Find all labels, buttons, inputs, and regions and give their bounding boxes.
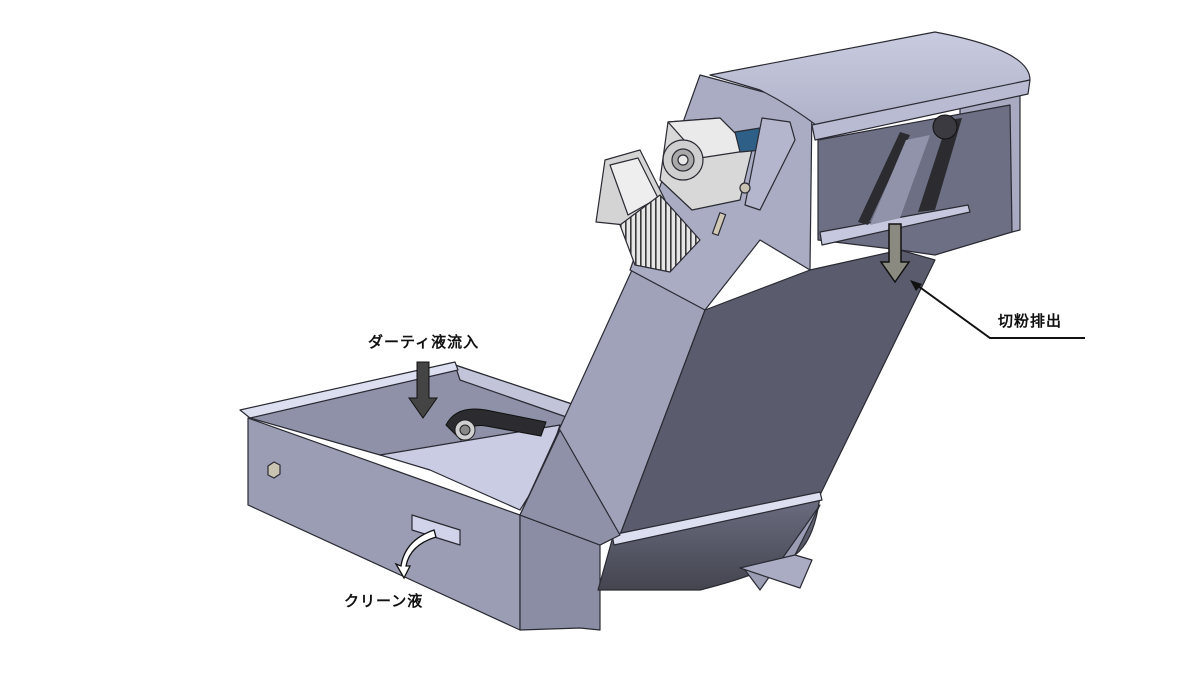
chip-discharge-leader xyxy=(910,280,1085,339)
dirty-inflow-label: ダーティ液流入 xyxy=(368,333,480,351)
tank xyxy=(239,361,601,631)
clean-liquid-arrow xyxy=(394,529,437,580)
clean-liquid-label: クリーン液 xyxy=(344,592,424,610)
chip-discharge-arrow xyxy=(879,223,911,284)
bolt-icon xyxy=(267,461,281,479)
head-chains xyxy=(858,114,962,225)
drive-motor xyxy=(595,117,796,273)
dirty-inflow-arrow xyxy=(408,361,438,419)
clean-liquid-outlet xyxy=(411,514,461,546)
lower-sprocket xyxy=(445,408,547,441)
chip-discharge-label: 切粉排出 xyxy=(998,312,1063,330)
